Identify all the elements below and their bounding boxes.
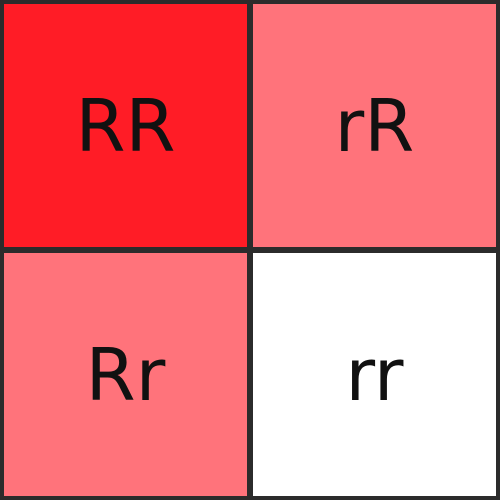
genotype-label: Rr	[85, 332, 166, 417]
cell-rR-heterozygous: rR	[253, 4, 496, 247]
genotype-label: RR	[75, 83, 176, 168]
cell-rr-recessive: rr	[253, 253, 496, 496]
genotype-label: rR	[334, 83, 415, 168]
genotype-label: rr	[345, 332, 404, 417]
cell-Rr-heterozygous: Rr	[4, 253, 247, 496]
cell-rr-dominant: RR	[4, 4, 247, 247]
